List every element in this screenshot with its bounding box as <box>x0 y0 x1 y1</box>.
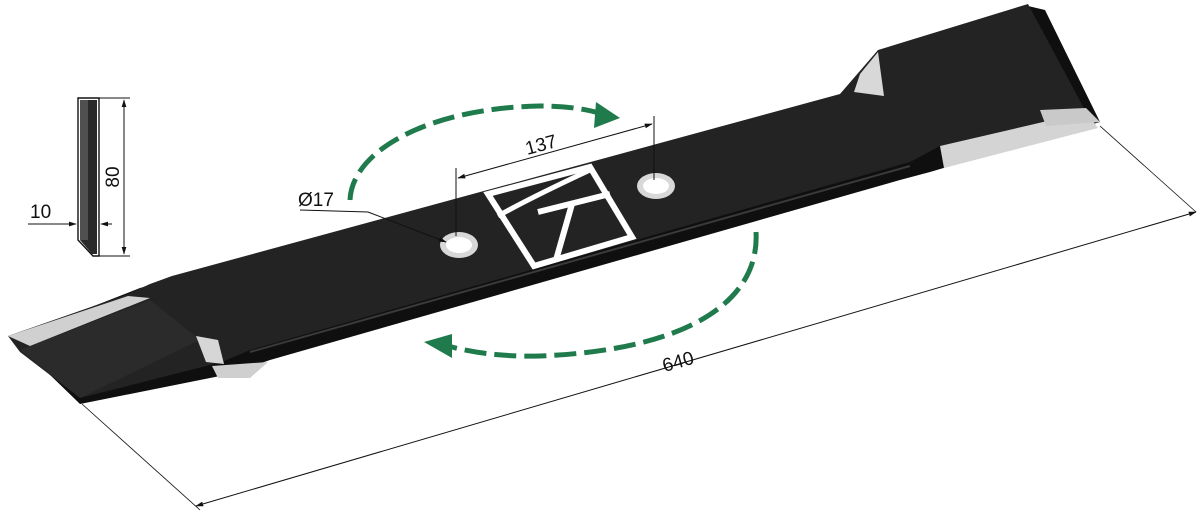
width-dimension-label: 80 <box>103 166 124 187</box>
width-dimension: 80 <box>99 97 130 257</box>
hole-spacing-label: 137 <box>523 131 559 159</box>
blade-cross-section <box>77 97 100 257</box>
curved-dashed-arrows <box>347 102 759 359</box>
mounting-hole-left <box>440 232 478 258</box>
thickness-dimension-label: 10 <box>30 202 51 223</box>
blade-body <box>8 4 1100 404</box>
mounting-hole-right <box>637 173 675 199</box>
hole-diameter-label: Ø17 <box>298 190 334 211</box>
thickness-dimension: 10 <box>28 202 112 227</box>
length-dimension: 640 <box>81 125 1197 511</box>
length-dimension-label: 640 <box>660 348 696 377</box>
